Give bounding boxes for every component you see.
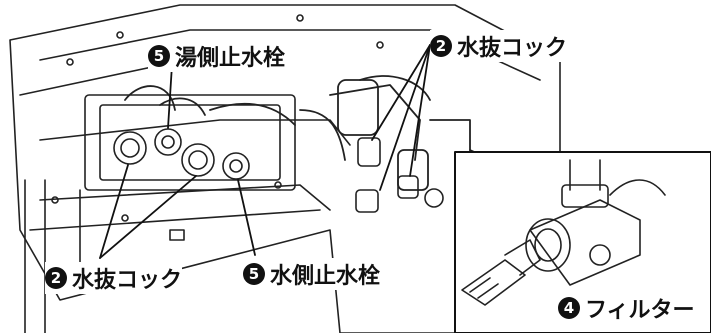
callout-number-badge: 2 [430, 35, 452, 57]
bottom-fitting [424, 188, 444, 208]
drain-cock-left-1 [113, 131, 147, 165]
callout-filter: 4 フィルター [558, 292, 695, 324]
callout-text: 水側止水栓 [270, 264, 381, 289]
callout-text: 湯側止水栓 [175, 46, 286, 71]
callout-hot-water-stop-valve: 5 湯側止水栓 [148, 40, 286, 72]
callout-number-badge: 2 [45, 267, 67, 289]
drain-cock-right-1 [357, 137, 381, 167]
drain-cock-right-3 [397, 175, 419, 199]
callout-number-badge: 5 [243, 263, 265, 285]
callout-text: 水抜コック [457, 36, 568, 61]
hot-water-stop-valve [154, 128, 182, 156]
drain-cock-right-2 [355, 189, 379, 213]
callout-text: 水抜コック [72, 268, 183, 293]
drain-cock-left-2 [181, 143, 215, 177]
callout-text: フィルター [585, 298, 695, 323]
callout-number-badge: 4 [558, 297, 580, 319]
callout-drain-cock-top: 2 水抜コック [430, 30, 568, 62]
callout-cold-water-stop-valve: 5 水側止水栓 [243, 258, 381, 290]
callout-number-badge: 5 [148, 45, 170, 67]
callout-drain-cock-left: 2 水抜コック [45, 262, 183, 294]
cold-water-stop-valve [222, 152, 250, 180]
pipe-assembly [124, 75, 471, 191]
